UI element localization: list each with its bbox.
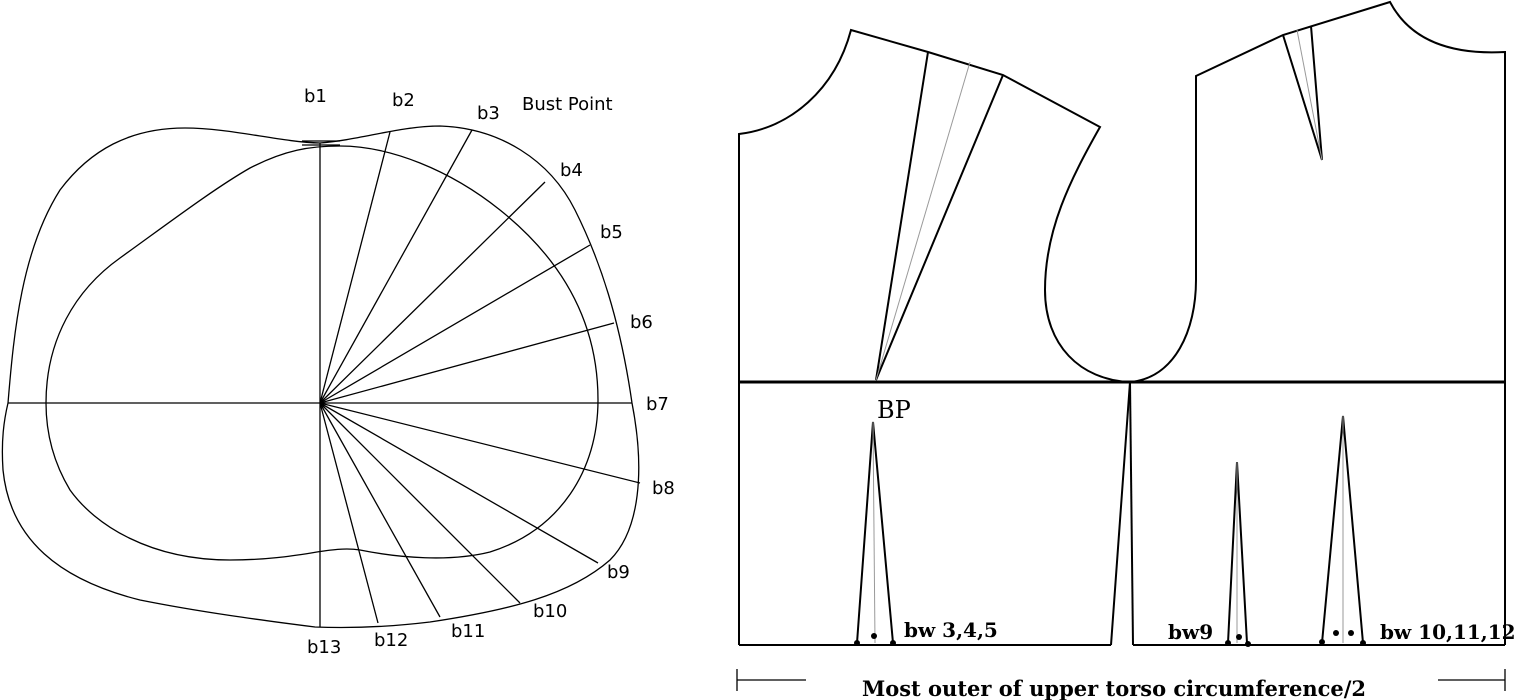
radial-line-b8 xyxy=(319,402,641,484)
neck-dart-back xyxy=(1282,25,1323,161)
waist-dart-left xyxy=(854,421,896,646)
radial-line-b3 xyxy=(319,129,473,404)
label-b7: b7 xyxy=(646,394,669,415)
radial-line-b11 xyxy=(319,402,441,618)
radial-lines xyxy=(319,129,641,627)
bp-label: BP xyxy=(877,396,911,424)
bodice-pattern: BP bw 3,4,5 bw9 bw 10,11,12 Most outer o… xyxy=(736,0,1516,700)
label-b11: b11 xyxy=(451,621,485,642)
label-b8: b8 xyxy=(652,478,675,499)
label-b4: b4 xyxy=(560,160,583,181)
radial-line-b6 xyxy=(319,322,615,404)
outer-torso-contour xyxy=(1,125,640,629)
bust-point-label: Bust Point xyxy=(522,94,613,115)
waist-dart-right xyxy=(1319,415,1366,646)
dimension-line xyxy=(736,669,1506,691)
dart-label-left: bw 3,4,5 xyxy=(904,618,998,642)
label-b10: b10 xyxy=(533,601,567,622)
label-b1: b1 xyxy=(304,86,327,107)
radial-line-b9 xyxy=(319,402,599,564)
waist-dart-center xyxy=(1225,461,1251,647)
front-piece-outline xyxy=(738,28,1132,646)
shoulder-dart-front xyxy=(875,51,1004,381)
dart-label-right: bw 10,11,12 xyxy=(1380,620,1516,644)
dimension-caption: Most outer of upper torso circumference/… xyxy=(862,676,1366,700)
radial-line-b10 xyxy=(319,402,521,604)
side-seam xyxy=(1129,381,1134,646)
label-b3: b3 xyxy=(477,103,500,124)
b1-notch xyxy=(302,140,340,146)
dart-label-center: bw9 xyxy=(1168,620,1213,644)
radial-line-b4 xyxy=(319,181,546,404)
label-b13: b13 xyxy=(307,637,341,658)
radial-line-b12 xyxy=(319,402,379,624)
label-b5: b5 xyxy=(600,222,623,243)
label-b9: b9 xyxy=(607,562,630,583)
back-piece-outline xyxy=(1129,0,1506,645)
label-b6: b6 xyxy=(630,312,653,333)
inner-torso-contour xyxy=(45,145,599,561)
label-b2: b2 xyxy=(392,90,415,111)
radial-line-b2 xyxy=(319,131,391,404)
radial-line-b5 xyxy=(319,244,591,404)
label-b12: b12 xyxy=(374,630,408,651)
torso-cross-section: Bust Point b1 b2 b3 b4 b5 b6 b7 b8 b9 b1… xyxy=(1,86,675,658)
